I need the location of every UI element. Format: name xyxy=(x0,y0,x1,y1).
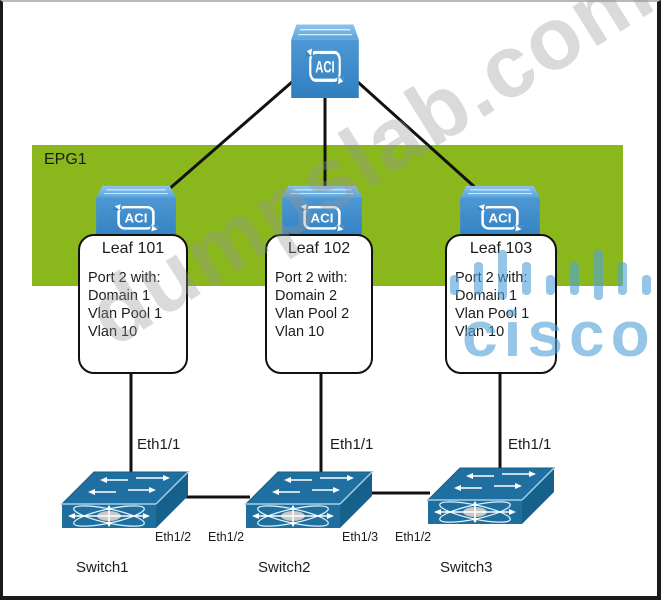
leaf-103-port: Port 2 with: xyxy=(455,270,528,286)
leaf-103-title: Leaf 103 xyxy=(469,240,533,257)
cisco-logo-bars-icon xyxy=(450,250,651,300)
switch2-icon[interactable] xyxy=(244,468,374,528)
leaf-101-title: Leaf 101 xyxy=(101,240,165,257)
cisco-logo-text: cisco xyxy=(462,298,656,370)
leaf-102-box: Leaf 102 Port 2 with: Domain 2 Vlan Pool… xyxy=(265,234,373,374)
switch3-port-eth1-2: Eth1/2 xyxy=(395,530,432,544)
leaf-103-vlan: Vlan 10 xyxy=(455,324,505,340)
leaf-102-title: Leaf 102 xyxy=(287,240,351,257)
leaf-102-vlan: Vlan 10 xyxy=(275,324,325,340)
leaf-102-domain: Domain 2 xyxy=(275,288,338,304)
switch1-port-eth1-2: Eth1/2 xyxy=(155,530,192,544)
switch3-icon[interactable] xyxy=(426,464,556,524)
leaf-101-box: Leaf 101 Port 2 with: Domain 1 Vlan Pool… xyxy=(78,234,188,374)
epg1-label: EPG1 xyxy=(44,151,87,168)
link-spine-leaf101 xyxy=(167,73,301,192)
switch2-name: Switch2 xyxy=(258,559,311,576)
leaf-103-box: Leaf 103 Port 2 with: Domain 1 Vlan Pool… xyxy=(445,234,557,374)
leaf-102-port: Port 2 with: xyxy=(275,270,348,286)
switch3-uplink-label: Eth1/1 xyxy=(508,436,552,453)
spine-aci-icon[interactable] xyxy=(286,22,364,98)
switch1-name: Switch1 xyxy=(76,559,129,576)
switch2-port-eth1-2: Eth1/2 xyxy=(208,530,245,544)
leaf-101-port: Port 2 with: xyxy=(88,270,161,286)
switch1-icon[interactable] xyxy=(60,468,190,528)
switch1-uplink-label: Eth1/1 xyxy=(137,436,181,453)
leaf-101-vlan-pool: Vlan Pool 1 xyxy=(88,306,163,322)
leaf-101-domain: Domain 1 xyxy=(88,288,151,304)
leaf-102-vlan-pool: Vlan Pool 2 xyxy=(275,306,350,322)
link-spine-leaf103 xyxy=(348,73,480,192)
leaf-101-vlan: Vlan 10 xyxy=(88,324,138,340)
switch3-name: Switch3 xyxy=(440,559,493,576)
switch2-uplink-label: Eth1/1 xyxy=(330,436,374,453)
leaf-103-vlan-pool: Vlan Pool 1 xyxy=(455,306,530,322)
switch2-port-eth1-3: Eth1/3 xyxy=(342,530,379,544)
